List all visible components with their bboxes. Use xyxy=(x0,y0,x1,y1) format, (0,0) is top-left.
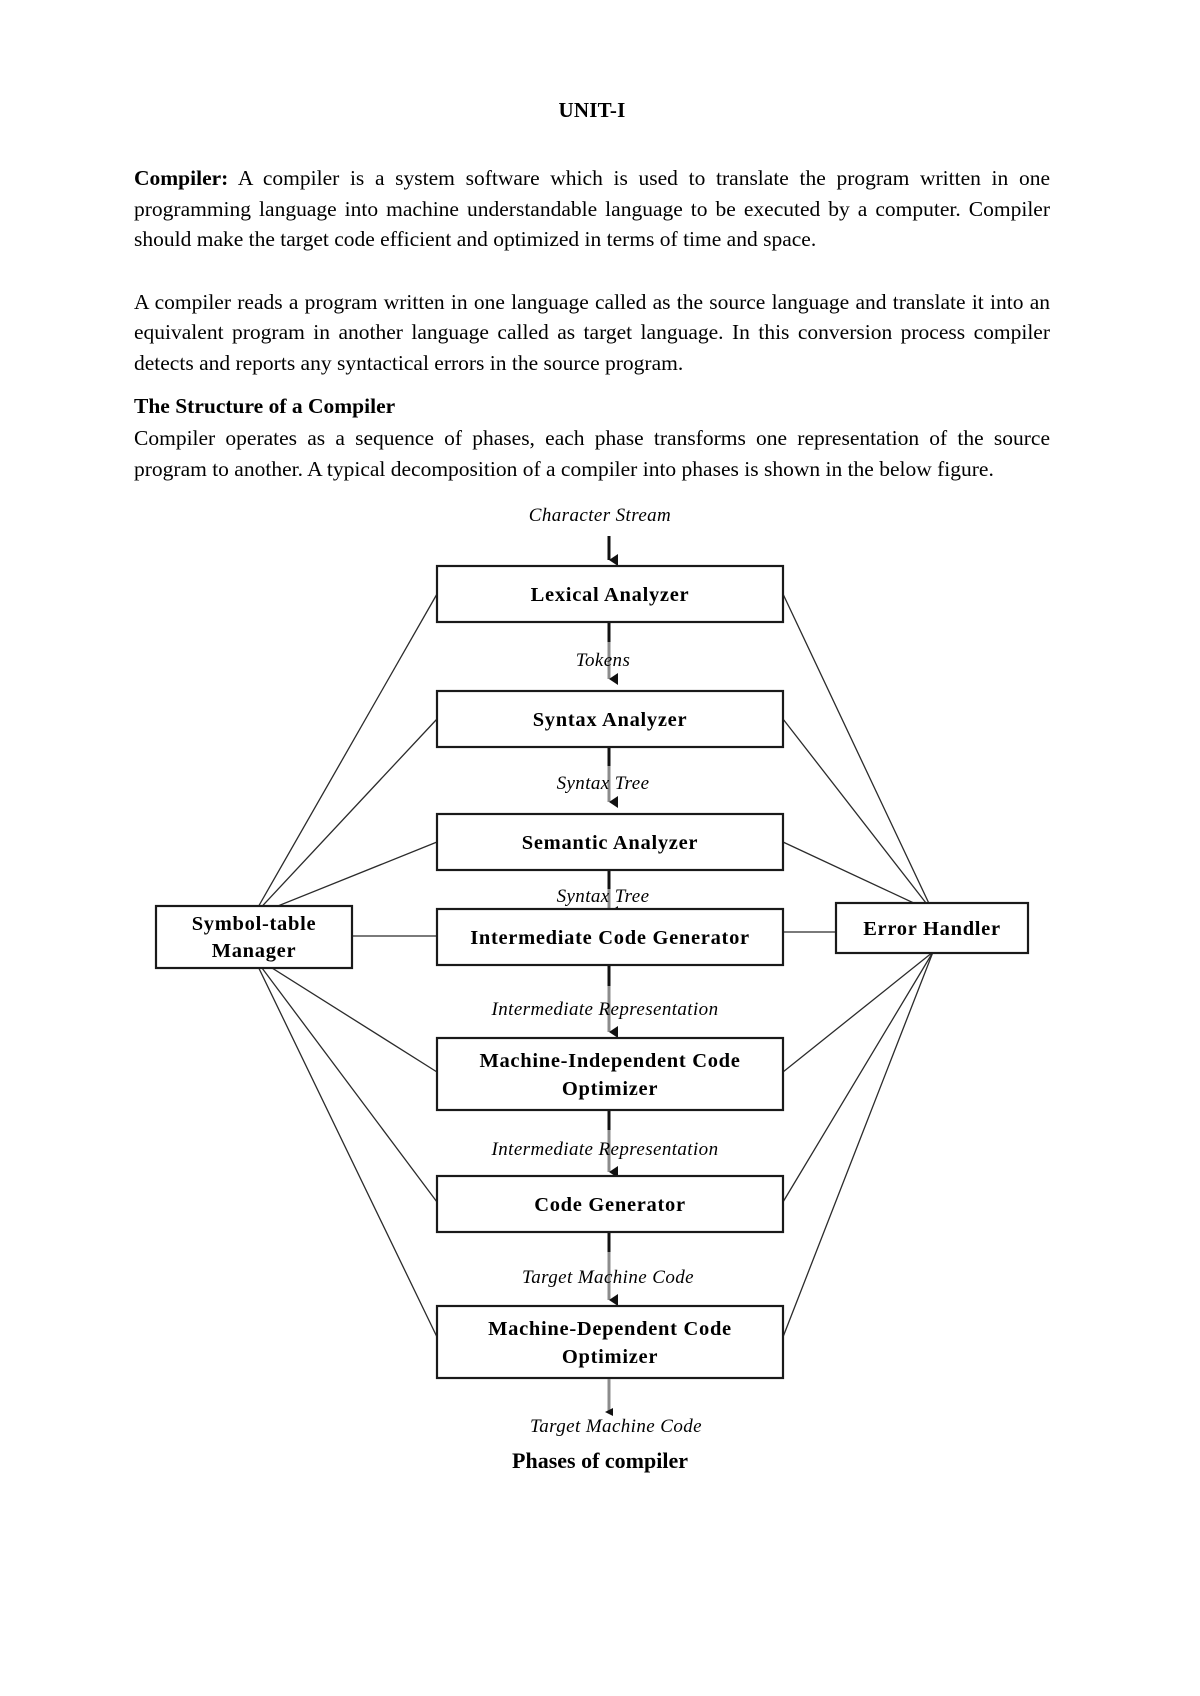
phase-box-machine-dependent-code-optimizer: Machine-Dependent Code Optimizer xyxy=(435,1304,785,1380)
document-text-column: UNIT-I Compiler: A compiler is a system … xyxy=(134,0,1050,484)
edge-label: Intermediate Representation xyxy=(491,999,719,1020)
edge-label: Syntax Tree xyxy=(557,886,650,907)
paragraph-structure: Compiler operates as a sequence of phase… xyxy=(134,426,1050,481)
edge-label: Target Machine Code xyxy=(522,1267,694,1288)
phase-label: Syntax Analyzer xyxy=(533,709,688,731)
figure-phases-of-compiler: Character Stream Lexical Analyzer Tokens… xyxy=(0,494,1200,1444)
phase-box-syntax-analyzer: Syntax Analyzer xyxy=(435,689,785,749)
edge-label: Tokens xyxy=(576,650,630,671)
phase-label-line-1: Machine-Dependent Code xyxy=(488,1318,732,1340)
edge-label: Syntax Tree xyxy=(557,773,650,794)
page-title: UNIT-I xyxy=(558,98,626,122)
diagram-input-label: Character Stream xyxy=(529,505,671,526)
phase-label: Intermediate Code Generator xyxy=(470,927,750,949)
edge-tokens: Tokens xyxy=(576,623,630,685)
edge-intermediate-representation-1: Intermediate Representation xyxy=(491,966,719,1038)
phase-box-machine-independent-code-optimizer: Machine-Independent Code Optimizer xyxy=(435,1036,785,1112)
diagram-output-label: Target Machine Code xyxy=(530,1416,702,1437)
paragraph-body: A compiler is a system software which is… xyxy=(134,166,1050,252)
error-handler-connectors xyxy=(782,593,934,1338)
side-box-error-handler: Error Handler xyxy=(834,901,1030,955)
paragraph-compiler-definition: Compiler: A compiler is a system softwar… xyxy=(134,163,1050,255)
side-box-label-line-1: Error Handler xyxy=(863,918,1001,940)
phase-label: Code Generator xyxy=(534,1194,686,1216)
edge-target-machine-code-2: Target Machine Code xyxy=(530,1379,702,1437)
phase-box-semantic-analyzer: Semantic Analyzer xyxy=(435,812,785,872)
side-box-label-line-2: Manager xyxy=(212,940,297,962)
phase-label-line-2: Optimizer xyxy=(562,1346,658,1368)
phase-label: Lexical Analyzer xyxy=(531,584,690,606)
phase-label: Semantic Analyzer xyxy=(522,832,698,854)
section-heading-structure: The Structure of a Compiler xyxy=(134,394,396,419)
side-box-symbol-table-manager: Symbol-table Manager xyxy=(154,904,354,970)
phase-label-line-1: Machine-Independent Code xyxy=(479,1050,740,1072)
symbol-table-connectors xyxy=(252,593,438,1338)
edge-syntax-tree-1: Syntax Tree xyxy=(557,748,650,808)
phase-box-intermediate-code-generator: Intermediate Code Generator xyxy=(435,907,785,967)
phase-label-line-2: Optimizer xyxy=(562,1078,658,1100)
phase-box-lexical-analyzer: Lexical Analyzer xyxy=(435,564,785,624)
paragraph-lead-term: Compiler: xyxy=(134,166,229,191)
paragraph-compiler-reads: A compiler reads a program written in on… xyxy=(134,287,1050,379)
side-box-label-line-1: Symbol-table xyxy=(192,913,317,935)
edge-syntax-tree-2: Syntax Tree xyxy=(557,871,650,918)
figure-caption: Phases of compiler xyxy=(512,1448,688,1473)
compiler-phases-svg: Character Stream Lexical Analyzer Tokens… xyxy=(154,505,1030,1437)
paragraph-body: A compiler reads a program written in on… xyxy=(134,289,1050,375)
edge-label: Intermediate Representation xyxy=(491,1139,719,1160)
phase-box-code-generator: Code Generator xyxy=(435,1174,785,1234)
edge-intermediate-representation-2: Intermediate Representation xyxy=(491,1111,719,1178)
edge-target-machine-code-1: Target Machine Code xyxy=(522,1233,694,1306)
